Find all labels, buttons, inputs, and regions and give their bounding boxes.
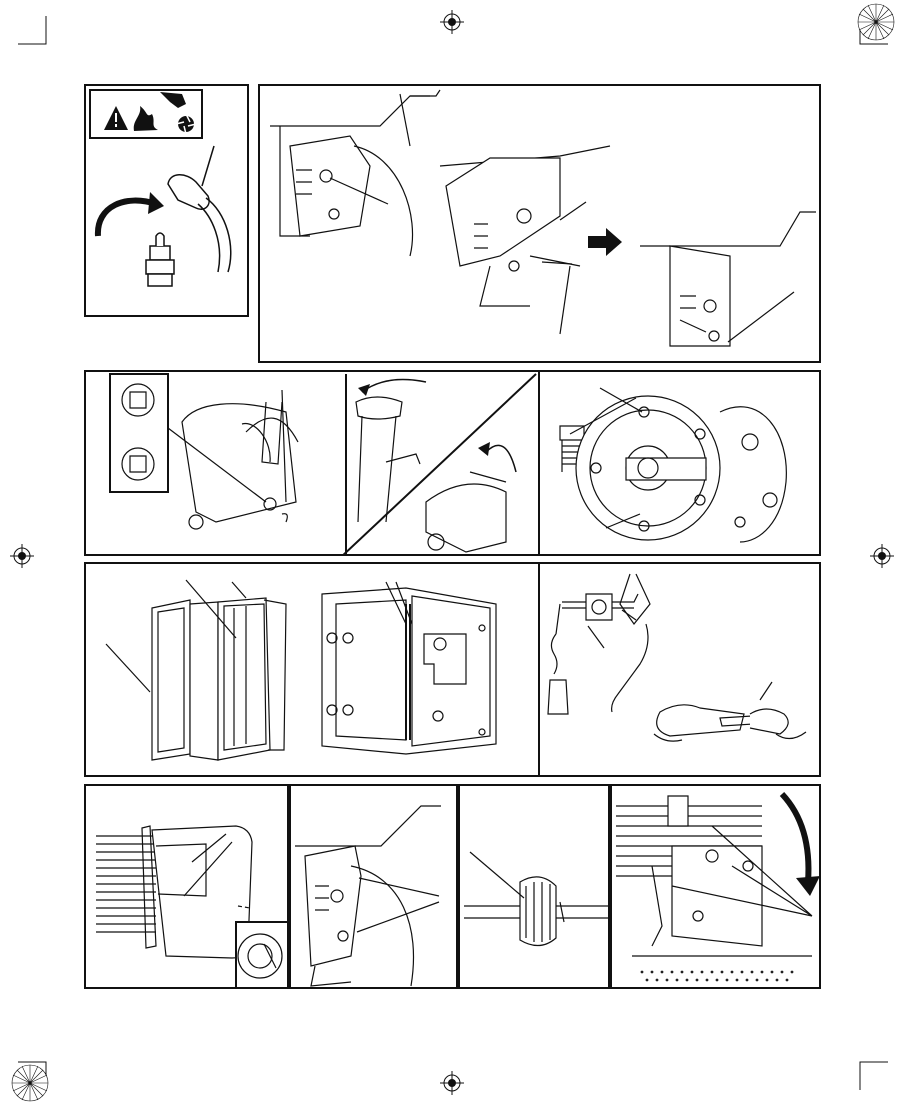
cooling-fins-panel (610, 784, 821, 989)
registration-target-icon (10, 544, 34, 568)
shaft-coupling-panel (458, 784, 610, 989)
spark-plug (146, 233, 174, 286)
rotate-arrow-icon (358, 380, 426, 396)
oil-drain-panel (84, 370, 540, 556)
engine-flange-panel (538, 370, 821, 556)
cooling-grille (641, 971, 794, 982)
rotate-arrow-icon (98, 192, 164, 236)
color-wheel-icon (12, 1065, 48, 1101)
registration-target-icon (440, 1071, 464, 1095)
spark-plug-wire-panel (84, 84, 249, 317)
muffler-panel (84, 784, 289, 989)
push-arrow-icon (588, 228, 622, 256)
hand-fan-hazard-icon (160, 92, 196, 134)
rotate-arrow-icon (782, 794, 820, 896)
warning-triangle-icon (104, 106, 128, 130)
registration-target-icon (440, 10, 464, 34)
spark-plug-boot (168, 146, 231, 272)
color-wheel-icon (858, 4, 894, 40)
spark-plug-gap-panel (538, 562, 821, 777)
air-filter-panel (84, 562, 540, 777)
registration-target-icon (870, 544, 894, 568)
fire-icon (134, 106, 158, 131)
governor-linkage-panel (258, 84, 821, 363)
throttle-linkage-panel (289, 784, 458, 989)
rotate-arrow-icon (478, 442, 516, 472)
